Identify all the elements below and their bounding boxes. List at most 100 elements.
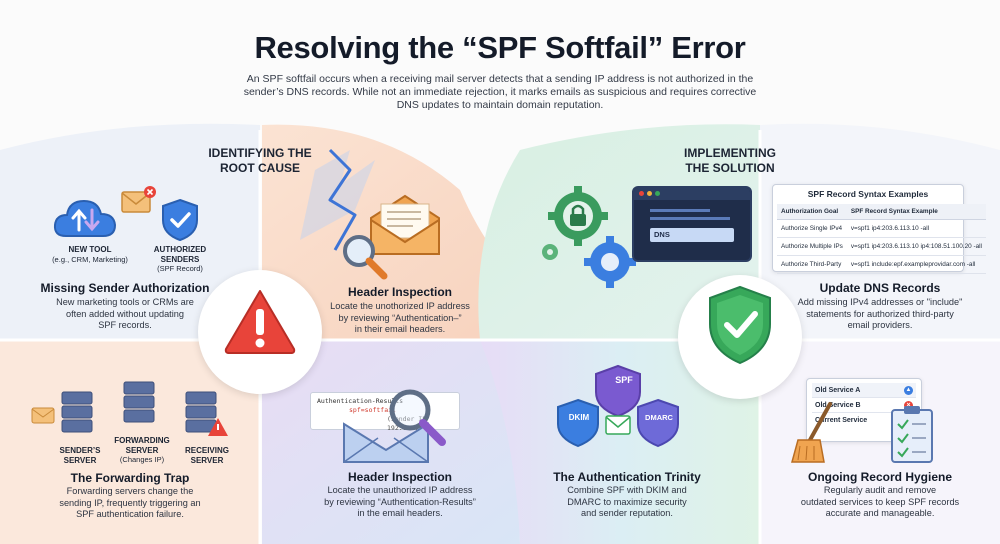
right-heading-line2: THE SOLUTION <box>685 161 775 175</box>
missing-auth-title: Missing Sender Authorization <box>40 281 210 295</box>
text-line: SPF authentication failure. <box>76 509 184 519</box>
text-line: DMARC to maximize security <box>567 496 687 507</box>
spf-table: Authorization Goal SPF Record Syntax Exa… <box>777 204 986 274</box>
text-line: in the email headers. <box>357 508 443 518</box>
label-receiving-server: RECEIVING SERVER <box>172 446 242 465</box>
dot-icon <box>655 191 660 196</box>
snippet-line1: Authentication-Results <box>317 397 404 405</box>
dns-field: DNS <box>650 228 734 242</box>
code-line <box>650 217 730 220</box>
sender-label-line1: SENDER’S <box>59 446 101 455</box>
update-dns-title: Update DNS Records <box>819 281 941 295</box>
left-heading-line1: IDENTIFYING THE <box>208 146 312 160</box>
label-new-tool: NEW TOOL (e.g., CRM, Marketing) <box>40 245 140 264</box>
text-line: Locate the unauthorized IP address <box>327 485 473 495</box>
text-line: Combine SPF with DKIM and <box>567 485 687 495</box>
gears-lock-icon <box>542 186 636 288</box>
text-line: Locate the unothorized IP address <box>330 301 470 311</box>
magnifier-icon <box>343 235 388 280</box>
table-cell: Authorize Single IPv4 <box>777 219 847 238</box>
table-header: Authorization Goal <box>777 204 847 220</box>
header-bottom-text: Locate the unauthorized IP address by re… <box>290 485 510 520</box>
code-line <box>650 209 710 212</box>
left-section-heading: IDENTIFYING THE ROOT CAUSE <box>190 146 330 176</box>
envelope-error-icon <box>121 186 156 213</box>
left-heading-line2: ROOT CAUSE <box>219 161 300 175</box>
table-row: Authorize Third-Party v=spf1 include:epf… <box>777 255 986 274</box>
text-line: Add missing IPv4 addresses or "include" <box>797 297 963 307</box>
bottom-envelope-magnifier-icon <box>343 389 446 463</box>
remove-icon: × <box>904 400 913 410</box>
new-tool-label: NEW TOOL <box>68 245 112 254</box>
label-forwarding-server: FORWARDING SERVER (Changes IP) <box>102 436 182 465</box>
forward-label-line2: SERVER <box>125 445 159 455</box>
authorized-label-line2: SENDERS <box>160 254 200 264</box>
trinity-title: The Authentication Trinity <box>553 470 701 484</box>
receive-label-line1: RECEIVING <box>184 446 229 455</box>
dns-terminal: DNS <box>632 186 752 262</box>
trinity-shields-icon <box>557 364 679 448</box>
spf-syntax-panel: SPF Record Syntax Examples Authorization… <box>772 184 986 274</box>
right-section-heading: IMPLEMENTING THE SOLUTION <box>660 146 800 176</box>
text-line: by reviewing “Authentication-Results” <box>324 496 476 507</box>
service-name: Old Service A <box>815 386 861 394</box>
forward-label-line1: FORWARDING <box>114 436 170 445</box>
service-row: Old Service B × <box>812 398 916 413</box>
forwarding-flow-icons <box>31 381 228 436</box>
right-heading-line1: IMPLEMENTING <box>684 146 776 160</box>
shield-spf-label: SPF <box>615 375 633 385</box>
table-cell: v=spf1 ip4:203.6.113.10 ip4:108.51.100.2… <box>846 237 986 256</box>
authorized-label-line1: AUTHORIZED <box>153 245 207 254</box>
text-line: sending IP, frequently triggering an <box>59 497 201 508</box>
text-line: in their email headers. <box>354 324 446 334</box>
page-title: Resolving the “SPF Softfail” Error <box>254 30 746 65</box>
table-cell: v=spf1 ip4:203.6.113.10 -all <box>846 219 986 238</box>
service-name: Old Service B <box>815 401 861 409</box>
label-sender-server: SENDER’S SERVER <box>45 446 115 465</box>
service-row: Current Service <box>812 413 916 428</box>
update-dns-text: Add missing IPv4 addresses or "include" … <box>770 297 990 332</box>
cloud-sync-icon <box>53 199 117 237</box>
shield-dkim-label: DKIM <box>568 413 590 422</box>
missing-auth-text: New marketing tools or CRMs are often ad… <box>15 297 235 332</box>
small-envelope <box>31 407 55 424</box>
spf-table-title: SPF Record Syntax Examples <box>807 189 929 199</box>
table-cell: Authorize Third-Party <box>777 255 847 274</box>
hygiene-title: Ongoing Record Hygiene <box>807 470 952 484</box>
sender-label-line2: SERVER <box>63 455 97 465</box>
check-shield-icon <box>709 285 771 365</box>
forward-sublabel: (Changes IP) <box>119 455 165 464</box>
table-row: Authorize Multiple IPs v=spf1 ip4:203.6.… <box>777 237 986 256</box>
trinity-text: Combine SPF with DKIM and DMARC to maxim… <box>512 485 742 520</box>
snippet-line2: spf=softfail <box>349 406 396 414</box>
open-envelope-icon <box>370 194 440 255</box>
broom-clipboard-icon <box>791 402 933 463</box>
text-line: email providers. <box>847 320 913 330</box>
text-line: outdated services to keep SPF records <box>800 496 960 507</box>
forwarding-title: The Forwarding Trap <box>70 471 190 485</box>
table-cell: v=spf1 include:epf.exampleprovidar.com -… <box>846 255 986 274</box>
shield-dmarc-label: DMARC <box>645 413 673 422</box>
header-top-title: Header Inspection <box>347 285 453 299</box>
authorized-shield-icon <box>162 198 198 242</box>
hygiene-text: Regularly audit and remove outdated serv… <box>770 485 990 520</box>
dot-icon <box>639 191 644 196</box>
header-top-text: Locate the unothorized IP address by rev… <box>300 301 500 336</box>
label-authorized-senders: AUTHORIZED SENDERS (SPF Record) <box>140 245 220 274</box>
text-line: Forwarding servers change the <box>66 486 194 496</box>
service-row: Old Service A ▲ <box>812 383 916 398</box>
text-line: and sender reputation. <box>581 508 673 518</box>
text-line: statements for authorized third-party <box>806 308 954 319</box>
text-line: New marketing tools or CRMs are <box>56 297 194 307</box>
text-line: often added without updating <box>65 308 184 319</box>
table-header: SPF Record Syntax Example <box>846 204 986 220</box>
service-name: Current Service <box>815 417 868 424</box>
intro-paragraph: An SPF softfail occurs when a receiving … <box>243 73 757 111</box>
header-bottom-title: Header Inspection <box>347 470 453 484</box>
header-snippet-card: Authentication-Results spf=softfail (sen… <box>310 392 460 432</box>
warning-icon <box>224 290 296 354</box>
text-line: SPF records. <box>98 320 152 330</box>
table-header-row: Authorization Goal SPF Record Syntax Exa… <box>777 204 986 220</box>
authorized-sublabel: (SPF Record) <box>157 264 203 273</box>
